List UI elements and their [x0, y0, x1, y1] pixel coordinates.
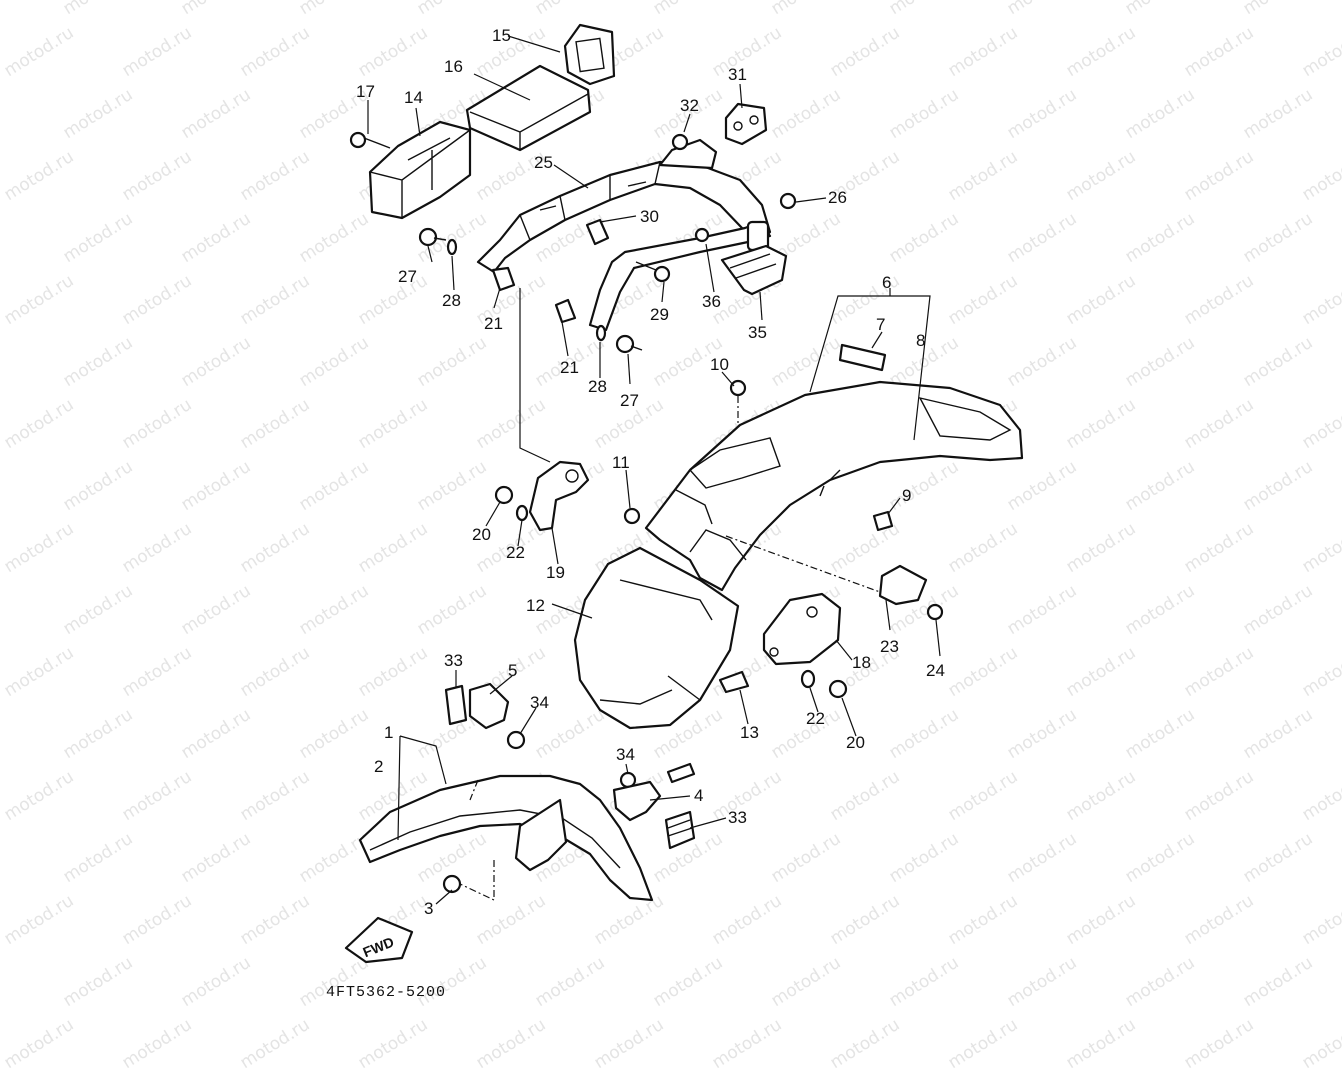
callout-34-b: 34 [616, 745, 635, 764]
callout-26: 26 [828, 188, 847, 207]
callout-19: 19 [546, 563, 565, 582]
tail-light-bracket-part [720, 244, 788, 296]
fender-bracket-parts [468, 682, 696, 822]
callout-8: 8 [916, 331, 925, 350]
leader-lines [367, 35, 941, 905]
callout-28-a: 28 [442, 291, 461, 310]
part-code: 4FT5362-5200 [326, 984, 446, 1001]
reflector-parts [444, 684, 696, 850]
reflector-bracket-part [724, 102, 768, 146]
callout-21-b: 21 [560, 358, 579, 377]
battery-band-part [563, 23, 616, 86]
rear-frame-bracket-part [476, 138, 772, 332]
watermark-text: motod.ru [590, 1014, 668, 1073]
watermark-text: motod.ru [354, 1014, 432, 1073]
callout-13: 13 [740, 723, 759, 742]
callout-12: 12 [526, 596, 545, 615]
callout-15: 15 [492, 26, 511, 45]
callout-35: 35 [748, 323, 767, 342]
callout-2: 2 [374, 757, 383, 776]
callout-33-b: 33 [728, 808, 747, 827]
callout-28-b: 28 [588, 377, 607, 396]
callout-17: 17 [356, 82, 375, 101]
rear-fender-part [644, 343, 1024, 593]
callout-27-a: 27 [398, 267, 417, 286]
callout-22-a: 22 [506, 543, 525, 562]
watermark-text: motod.ru [1062, 1014, 1140, 1073]
battery-part [465, 64, 592, 152]
callout-9: 9 [902, 486, 911, 505]
callout-11: 11 [612, 453, 630, 472]
watermark-text: motod.ru [944, 1014, 1022, 1073]
callout-22-b: 22 [806, 709, 825, 728]
battery-box-part [368, 120, 472, 220]
callout-23: 23 [880, 637, 899, 656]
callout-31: 31 [728, 65, 747, 84]
callout-21-a: 21 [484, 314, 503, 333]
callout-27-b: 27 [620, 391, 639, 410]
callout-16: 16 [444, 57, 463, 76]
callout-24: 24 [926, 661, 945, 680]
parts-diagram: FWD [326, 23, 1024, 1001]
callout-18: 18 [852, 653, 871, 672]
side-cover-part [762, 592, 842, 666]
callout-4: 4 [694, 786, 703, 805]
callout-labels: 15 16 17 14 25 30 26 31 32 27 28 21 21 2… [356, 26, 945, 918]
watermark-text: motod.ru [1180, 1014, 1258, 1073]
hardware-parts [349, 131, 944, 894]
callout-25: 25 [534, 153, 553, 172]
callout-30: 30 [640, 207, 659, 226]
watermark-text: motod.ru [826, 1014, 904, 1073]
fwd-arrow: FWD [344, 916, 414, 964]
watermark-text: motod.ru [0, 1014, 78, 1073]
front-fender-part [358, 774, 654, 902]
watermark-text: motod.ru [236, 1014, 314, 1073]
callout-1: 1 [384, 723, 393, 742]
inner-flap-part [573, 546, 740, 730]
callout-6: 6 [882, 273, 891, 292]
callout-33-a: 33 [444, 651, 463, 670]
fender-stay-part [528, 460, 590, 532]
callout-7: 7 [876, 315, 885, 334]
callout-5: 5 [508, 661, 517, 680]
watermark-text: motod.ru [708, 1014, 786, 1073]
callout-36: 36 [702, 292, 721, 311]
callout-20-a: 20 [472, 525, 491, 544]
callout-34-a: 34 [530, 693, 549, 712]
callout-20-b: 20 [846, 733, 865, 752]
watermark-text: motod.ru [472, 1014, 550, 1073]
watermark-text: motod.ru [118, 1014, 196, 1073]
callout-29: 29 [650, 305, 669, 324]
callout-3: 3 [424, 899, 433, 918]
callout-10: 10 [710, 355, 729, 374]
callout-32: 32 [680, 96, 699, 115]
watermark-text: motod.ru [1298, 1014, 1342, 1073]
callout-14: 14 [404, 88, 423, 107]
